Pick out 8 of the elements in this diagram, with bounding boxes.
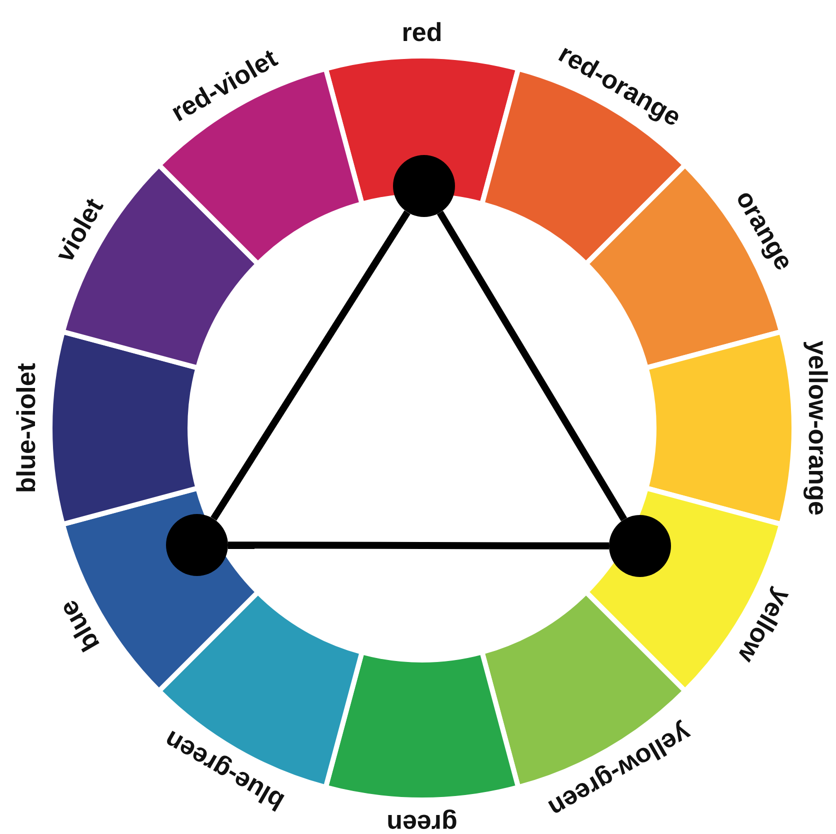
color-label: yellow-orange <box>803 340 833 516</box>
vertex-dot <box>393 155 455 217</box>
triangle-line <box>228 542 609 550</box>
color-label: red <box>402 17 442 47</box>
color-label: blue-violet <box>11 363 41 493</box>
color-label: green <box>386 809 458 834</box>
triangle-line <box>436 210 628 522</box>
triangle-line <box>210 210 410 521</box>
